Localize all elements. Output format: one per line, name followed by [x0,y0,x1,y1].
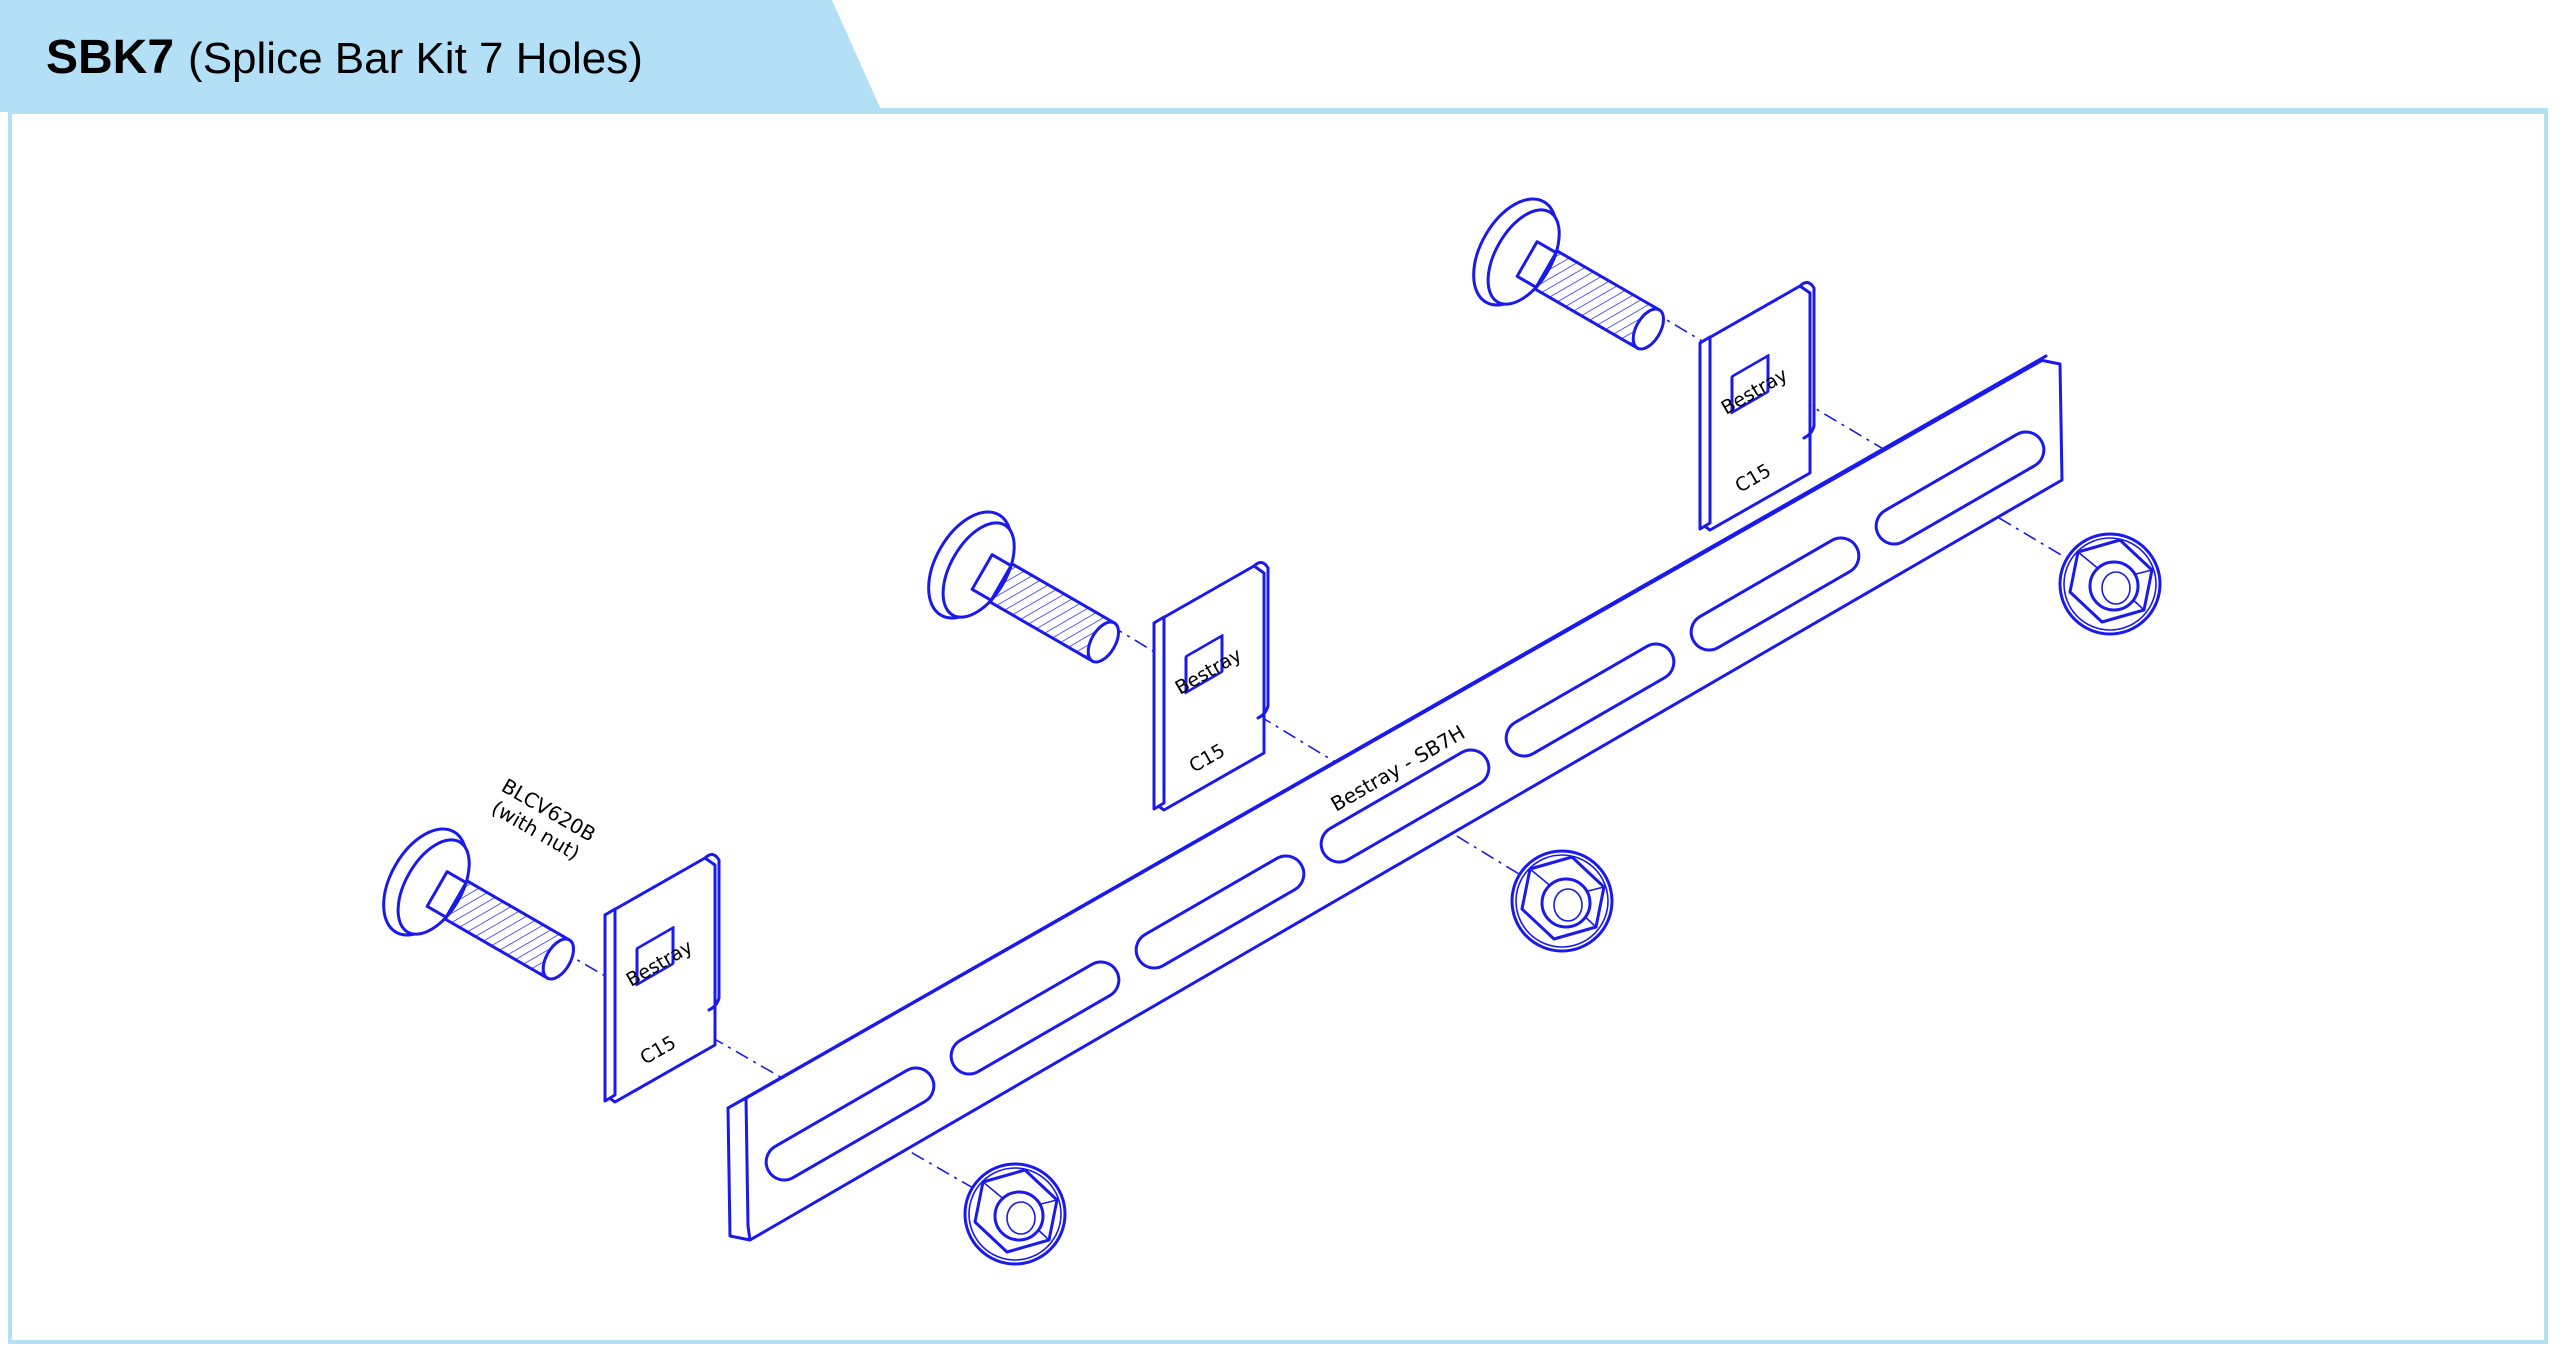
splice-bar: Bestray - SB7H [726,354,2064,1242]
nut-left [963,1162,1067,1266]
product-name: (Splice Bar Kit 7 Holes) [188,34,643,83]
bolt-right [1455,183,1690,387]
nut-right [2058,532,2162,636]
bracket-right: Bestray C15 [1698,281,1816,532]
bolt-middle [910,496,1145,700]
bolt-callout: BLCV620B (with nut) [488,774,600,866]
bracket-left: Bestray C15 [603,853,721,1104]
product-code: SBK7 [46,31,175,84]
drawing-frame [8,108,2548,1344]
page-title: SBK7 (Splice Bar Kit 7 Holes) [46,30,643,90]
bar-slots [764,430,2046,1182]
bracket-middle: Bestray C15 [1152,561,1270,812]
title-tab-background [0,0,882,112]
nut-middle [1510,849,1614,953]
